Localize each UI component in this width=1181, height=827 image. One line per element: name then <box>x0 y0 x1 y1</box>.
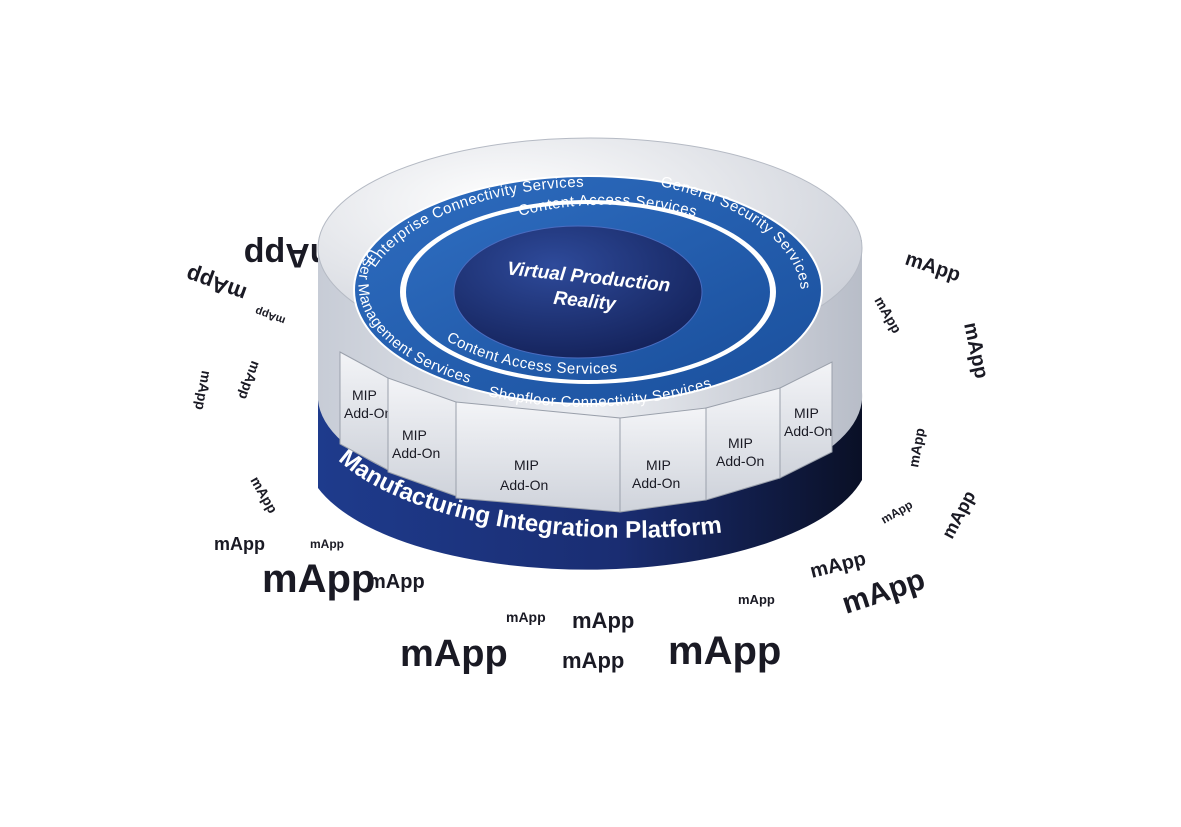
addon-line1: MIP <box>646 457 671 473</box>
addon-line2: Add-On <box>632 475 680 491</box>
addon-line1: MIP <box>514 457 539 473</box>
mapp-label: mApp <box>247 474 281 516</box>
mapp-label: mApp <box>310 537 344 551</box>
mapp-label: mApp <box>938 487 980 541</box>
mapp-label: mApp <box>236 359 265 402</box>
mapp-label: mApp <box>905 427 928 469</box>
mapp-label: mApp <box>192 369 215 411</box>
addon-line1: MIP <box>402 427 427 443</box>
mapp-label: mApp <box>668 629 781 673</box>
addon-block: MIP Add-On <box>619 407 707 513</box>
addon-block: MIP Add-On <box>387 377 457 497</box>
mapp-label: mApp <box>959 320 992 380</box>
addon-line2: Add-On <box>716 453 764 469</box>
mapp-label: mApp <box>902 248 963 286</box>
addon-block: MIP Add-On <box>779 361 833 479</box>
addon-line2: Add-On <box>344 405 392 421</box>
mapp-label: mApp <box>183 262 250 307</box>
mapp-label: mApp <box>253 304 287 326</box>
mapp-label: mApp <box>879 497 915 526</box>
addon-line1: MIP <box>352 387 377 403</box>
mapp-label: mApp <box>262 557 375 601</box>
mapp-label: mApp <box>400 633 508 675</box>
addon-block: MIP Add-On <box>339 351 392 471</box>
mapp-label: mApp <box>506 609 546 625</box>
addon-line1: MIP <box>728 435 753 451</box>
addon-blocks: MIP Add-On MIP Add-On MIP Add-On MIP Add… <box>339 351 833 513</box>
mapp-label: mApp <box>572 608 634 633</box>
addon-line2: Add-On <box>392 445 440 461</box>
mapp-label: mApp <box>738 592 775 607</box>
mapp-label: mApp <box>871 294 905 336</box>
addon-block: MIP Add-On <box>455 401 621 513</box>
addon-block: MIP Add-On <box>705 387 781 501</box>
addon-line2: Add-On <box>500 477 548 493</box>
mapp-label: mApp <box>808 548 868 583</box>
addon-line2: Add-On <box>784 423 832 439</box>
cylinder-top: Enterprise Connectivity Services General… <box>317 137 863 411</box>
mapp-label: mApp <box>214 534 265 554</box>
mapp-label: mApp <box>562 648 624 673</box>
addon-line1: MIP <box>794 405 819 421</box>
mapp-label: mApp <box>368 571 425 593</box>
